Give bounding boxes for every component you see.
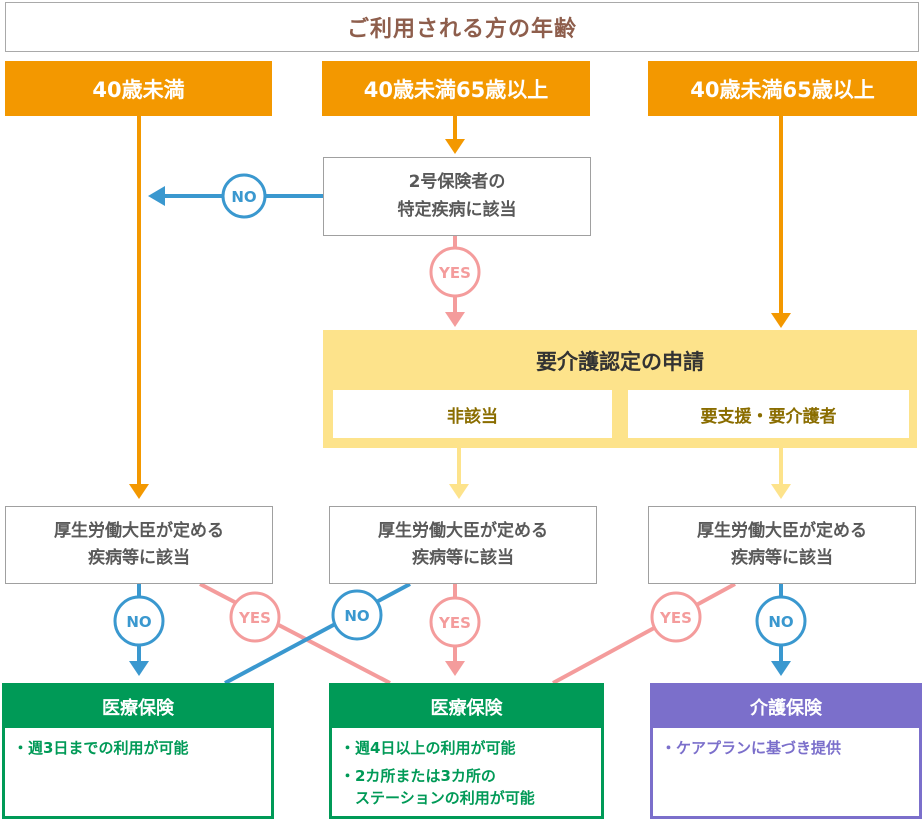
outcome-medical-insurance-2: 医療保険 ・週4日以上の利用が可能 ・2カ所または3カ所の ステーションの利用が…	[329, 683, 604, 819]
not-applicable-box: 非該当	[333, 390, 612, 438]
yellow-arrows	[449, 448, 791, 499]
outcome-title: 医療保険	[5, 686, 271, 728]
no-cross-line	[224, 582, 411, 685]
yes-badge-left-cross: YES	[229, 591, 281, 643]
svg-text:YES: YES	[659, 609, 692, 627]
age-40-65: 40歳未満65歳以上	[322, 61, 590, 116]
outcome-title: 介護保険	[653, 686, 919, 728]
svg-text:NO: NO	[126, 613, 151, 631]
svg-text:NO: NO	[344, 607, 369, 625]
age-header-title: ご利用される方の年齢	[346, 17, 577, 42]
outcome-item: ・週4日以上の利用が可能	[340, 739, 516, 757]
age-under-40: 40歳未満	[5, 61, 272, 116]
svg-text:YES: YES	[238, 609, 271, 627]
no-badge-mid-cross: NO	[331, 589, 383, 641]
yes-cross-lines	[199, 582, 736, 685]
no-badge-right: NO	[755, 595, 807, 647]
age-label: 40歳未満65歳以上	[363, 77, 549, 102]
care-certification-title: 要介護認定の申請	[536, 350, 704, 374]
orange-arrows	[129, 116, 791, 499]
disease-line1: 厚生労働大臣が定める	[697, 520, 867, 541]
support-care-box: 要支援・要介護者	[628, 390, 909, 438]
disease-line2: 疾病等に該当	[731, 548, 833, 568]
outcome-care-insurance: 介護保険 ・ケアプランに基づき提供	[650, 683, 922, 819]
outcome-item: ・週3日までの利用が可能	[13, 739, 189, 757]
age-label: 40歳未満65歳以上	[690, 77, 875, 102]
yes-badge-right-cross: YES	[650, 591, 702, 643]
disease-line1: 厚生労働大臣が定める	[378, 520, 548, 541]
not-applicable-label: 非該当	[447, 406, 498, 427]
age-label: 40歳未満	[92, 77, 185, 102]
disease-check-right: 厚生労働大臣が定める 疾病等に該当	[648, 506, 916, 584]
outcome-items: ・ケアプランに基づき提供	[661, 738, 915, 766]
disease-check-left: 厚生労働大臣が定める 疾病等に該当	[5, 506, 273, 584]
disease-check-mid: 厚生労働大臣が定める 疾病等に該当	[329, 506, 597, 584]
svg-text:NO: NO	[768, 613, 793, 631]
outcome-medical-insurance-1: 医療保険 ・週3日までの利用が可能	[2, 683, 274, 819]
outcome-item: ステーションの利用が可能	[340, 788, 535, 807]
svg-text:NO: NO	[231, 188, 256, 206]
no-badge-left: NO	[113, 595, 165, 647]
outcome-item: ・ケアプランに基づき提供	[661, 739, 842, 757]
no-badge-top: NO	[221, 173, 267, 219]
svg-text:YES: YES	[438, 614, 471, 632]
age-65-over: 40歳未満65歳以上	[648, 61, 917, 116]
disease-line1: 厚生労働大臣が定める	[54, 520, 224, 541]
check-line1: 2号保険者の	[408, 172, 506, 193]
outcome-item: ・2カ所または3カ所の	[340, 766, 496, 785]
check-line2: 特定疾病に該当	[397, 199, 517, 220]
specific-disease-check: 2号保険者の 特定疾病に該当	[323, 157, 591, 236]
support-care-label: 要支援・要介護者	[700, 406, 837, 427]
disease-line2: 疾病等に該当	[88, 548, 190, 568]
svg-text:YES: YES	[438, 264, 471, 282]
outcome-items: ・週4日以上の利用が可能 ・2カ所または3カ所の ステーションの利用が可能	[340, 738, 597, 809]
yes-badge-mid: YES	[429, 596, 481, 648]
disease-line2: 疾病等に該当	[412, 548, 514, 568]
outcome-items: ・週3日までの利用が可能	[13, 738, 267, 766]
outcome-title: 医療保険	[332, 686, 601, 728]
age-header: ご利用される方の年齢	[5, 2, 919, 52]
yes-badge-top: YES	[429, 246, 481, 298]
